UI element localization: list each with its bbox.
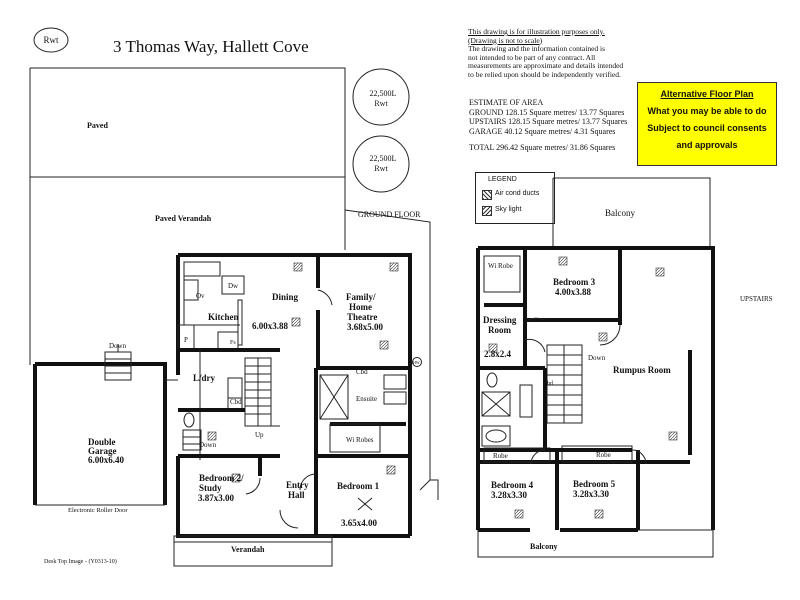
alternative-plan-line-1: What you may be able to do bbox=[647, 106, 767, 116]
alternative-plan-box: Alternative Floor Plan What you may be a… bbox=[637, 82, 777, 166]
area-estimate-ground: GROUND 128.15 Square metres/ 13.77 Squar… bbox=[469, 107, 625, 117]
label-garage-down: Down bbox=[109, 342, 127, 350]
rwt-badge-outline bbox=[33, 27, 69, 53]
label-cbd-1: Cbd bbox=[230, 398, 242, 406]
label-upstairs-down: Down bbox=[588, 354, 606, 362]
label-balcony-bottom: Balcony bbox=[530, 542, 558, 551]
disclaimer-body-4: to be relied upon should be independentl… bbox=[468, 69, 621, 79]
label-garage-size: 6.00x6.40 bbox=[88, 455, 125, 465]
label-fridge: Fs bbox=[230, 340, 236, 346]
alternative-plan-line-3: and approvals bbox=[676, 140, 738, 150]
label-robe-2: Robe bbox=[596, 451, 611, 459]
tank-1-type: Rwt bbox=[374, 99, 388, 108]
label-ground-floor: GROUND FLOOR bbox=[358, 210, 421, 219]
label-bedroom-2-size: 3.87x3.00 bbox=[198, 493, 235, 503]
label-dining-size: 6.00x3.88 bbox=[252, 321, 289, 331]
area-estimate-garage: GARAGE 40.12 Square metres/ 4.31 Squares bbox=[469, 126, 616, 136]
label-down-2: Down bbox=[199, 441, 217, 449]
tank-1-outline bbox=[352, 68, 410, 126]
tank-1-capacity: 22,500L bbox=[370, 89, 397, 98]
label-laundry: L/dry bbox=[193, 373, 216, 383]
alternative-plan-line-2: Subject to council consents bbox=[647, 123, 767, 133]
label-kitchen: Kitchen bbox=[208, 312, 239, 322]
tank-2-outline bbox=[352, 135, 410, 193]
legend-item-air-cond: Air cond ducts bbox=[495, 190, 540, 197]
label-ov: Ov bbox=[196, 292, 205, 300]
disclaimer-body-1: The drawing and the information containe… bbox=[468, 44, 606, 53]
rwt-badge: Rwt bbox=[43, 35, 59, 45]
legend-item-skylight: Sky light bbox=[495, 206, 522, 213]
upstairs-floor-plan bbox=[476, 177, 715, 558]
label-wi-robes: Wi Robes bbox=[346, 436, 374, 444]
label-paved: Paved bbox=[87, 121, 108, 130]
label-dining: Dining bbox=[272, 292, 299, 302]
label-ensuite: Ensuite bbox=[356, 395, 377, 403]
disclaimer-body-2: not intended to be part of any contract.… bbox=[468, 52, 596, 62]
area-estimate: ESTIMATE OF AREA GROUND 128.15 Square me… bbox=[469, 98, 627, 153]
label-study: Study bbox=[199, 483, 222, 493]
label-upstairs-cbd: Cbd bbox=[543, 381, 553, 387]
label-hall: Hall bbox=[288, 490, 305, 500]
label-dressing: Dressing bbox=[483, 315, 517, 325]
area-estimate-heading: ESTIMATE OF AREA bbox=[469, 98, 544, 107]
label-wi-robe: Wi Robe bbox=[488, 262, 513, 270]
label-bedroom-5-size: 3.28x3.30 bbox=[573, 489, 610, 499]
tank-2-capacity: 22,500L bbox=[370, 154, 397, 163]
label-hw: HW bbox=[413, 360, 420, 365]
label-bedroom-4-size: 3.28x3.30 bbox=[491, 490, 528, 500]
label-robe-1: Robe bbox=[493, 452, 508, 460]
alternative-plan-heading: Alternative Floor Plan bbox=[660, 89, 754, 99]
skylight-icon bbox=[482, 206, 492, 216]
label-dw: Dw bbox=[228, 282, 239, 290]
label-bedroom-2: Bedroom 2/ bbox=[199, 473, 244, 483]
label-bedroom-4: Bedroom 4 bbox=[491, 480, 534, 490]
label-family: Family/ bbox=[346, 292, 376, 302]
legend-title: LEGEND bbox=[488, 176, 517, 183]
label-footer: Desk Top Image - (Y0313-10) bbox=[44, 558, 117, 565]
label-dressing-room: Room bbox=[488, 325, 511, 335]
label-bedroom-3: Bedroom 3 bbox=[553, 277, 596, 287]
legend: LEGEND Air cond ducts Sky light bbox=[475, 172, 555, 224]
disclaimer: This drawing is for illustration purpose… bbox=[468, 27, 638, 79]
label-pantry: P bbox=[184, 336, 188, 344]
label-paved-verandah: Paved Verandah bbox=[155, 214, 212, 223]
label-upstairs: UPSTAIRS bbox=[740, 295, 773, 303]
label-dressing-size: 2.8x2.4 bbox=[484, 349, 512, 359]
label-entry: Entry bbox=[286, 480, 309, 490]
label-balcony-top: Balcony bbox=[605, 208, 635, 218]
label-roller-door: Electronic Roller Door bbox=[68, 507, 128, 514]
label-bedroom-1: Bedroom 1 bbox=[337, 481, 380, 491]
area-estimate-upstairs: UPSTAIRS 128.15 Square metres/ 13.77 Squ… bbox=[469, 117, 628, 126]
label-garage-2: Garage bbox=[88, 446, 117, 456]
label-cbd-2: Cbd bbox=[356, 368, 368, 376]
label-garage: Double bbox=[88, 437, 116, 447]
label-verandah: Verandah bbox=[231, 545, 265, 554]
label-home: Home bbox=[349, 302, 372, 312]
page-title: 3 Thomas Way, Hallett Cove bbox=[113, 37, 309, 56]
label-bedroom-1-size: 3.65x4.00 bbox=[341, 518, 378, 528]
ground-floor-plan bbox=[29, 67, 439, 567]
label-up: Up bbox=[255, 431, 264, 439]
disclaimer-body-3: measurements are approximate and details… bbox=[468, 61, 624, 70]
label-bedroom-5: Bedroom 5 bbox=[573, 479, 616, 489]
label-rumpus: Rumpus Room bbox=[613, 365, 671, 375]
disclaimer-line-1: This drawing is for illustration purpose… bbox=[468, 27, 605, 36]
label-theatre: Theatre bbox=[347, 312, 377, 322]
label-bedroom-3-size: 4.00x3.88 bbox=[555, 287, 592, 297]
air-duct-icon bbox=[482, 190, 492, 200]
tank-2-type: Rwt bbox=[374, 164, 388, 173]
area-estimate-total: TOTAL 296.42 Square metres/ 31.86 Square… bbox=[469, 143, 616, 152]
label-family-size: 3.68x5.00 bbox=[347, 322, 384, 332]
disclaimer-line-2: (Drawing is not to scale) bbox=[468, 35, 543, 45]
